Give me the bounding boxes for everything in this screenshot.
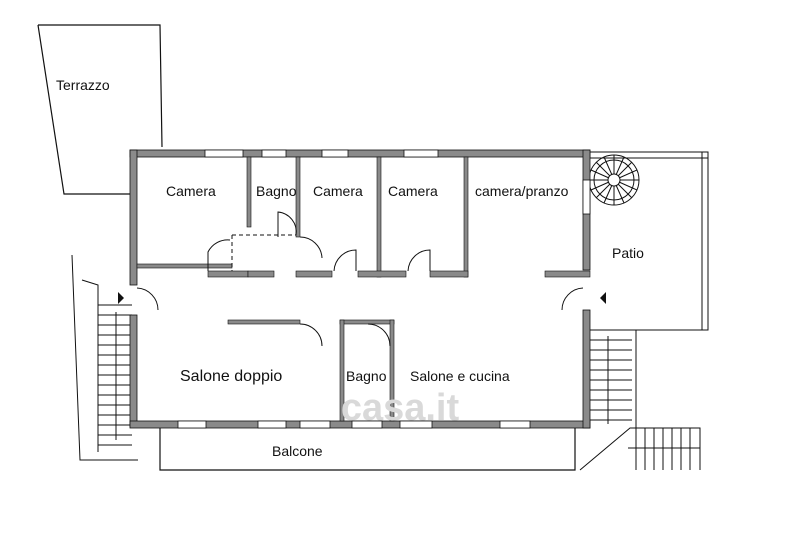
label-camera-3: Camera: [388, 183, 438, 199]
corridor-dashed: [231, 234, 296, 271]
left-staircase: [71, 254, 138, 461]
right-staircase: [579, 329, 701, 471]
label-camera-2: Camera: [313, 183, 363, 199]
entrance-arrows: [118, 292, 606, 304]
label-bagno-1: Bagno: [256, 183, 297, 199]
patio-area: [590, 151, 709, 331]
windows: [177, 149, 591, 429]
label-balcone: Balcone: [272, 443, 323, 459]
label-salone-cucina: Salone e cucina: [410, 368, 510, 384]
label-camera-1: Camera: [166, 183, 216, 199]
label-salone-doppio: Salone doppio: [180, 368, 282, 385]
interior-walls: [136, 156, 591, 422]
label-bagno-2: Bagno: [346, 368, 387, 384]
label-terrazzo: Terrazzo: [56, 77, 110, 93]
label-patio: Patio: [612, 245, 644, 261]
label-camera-pranzo: camera/pranzo: [475, 183, 569, 199]
balcony-outline: [159, 428, 576, 471]
door-swings: [136, 211, 584, 347]
spiral-staircase: [588, 154, 640, 206]
terrazzo-area: [37, 24, 163, 195]
watermark: casa.it: [341, 387, 460, 429]
